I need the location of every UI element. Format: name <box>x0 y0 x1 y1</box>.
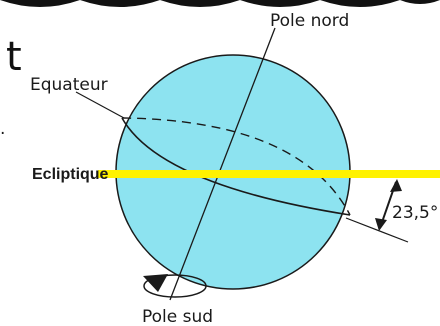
north-pole-label: Pole nord <box>270 11 349 31</box>
equator-back-line <box>121 117 351 216</box>
tilt-arrowhead-top <box>390 179 402 192</box>
south-pole-label: Pole sud <box>142 307 213 326</box>
top-edge-text-fragments <box>0 0 440 7</box>
left-edge-mark: . <box>0 119 5 139</box>
equator-label: Equateur <box>30 75 108 95</box>
tilt-reference-line <box>345 217 409 243</box>
tilt-angle-label: 23,5° <box>392 203 438 223</box>
rotation-axis <box>169 27 276 301</box>
rotation-arrow-icon <box>143 274 168 292</box>
rotation-circle-icon <box>143 274 207 298</box>
top-left-letter: t <box>6 34 22 80</box>
ecliptic-line <box>98 170 440 178</box>
ecliptic-label: Ecliptique <box>32 166 109 183</box>
cropped-text-band <box>0 0 440 7</box>
equator-leader-line <box>75 91 125 119</box>
tilt-arrowhead-bottom <box>375 218 387 231</box>
